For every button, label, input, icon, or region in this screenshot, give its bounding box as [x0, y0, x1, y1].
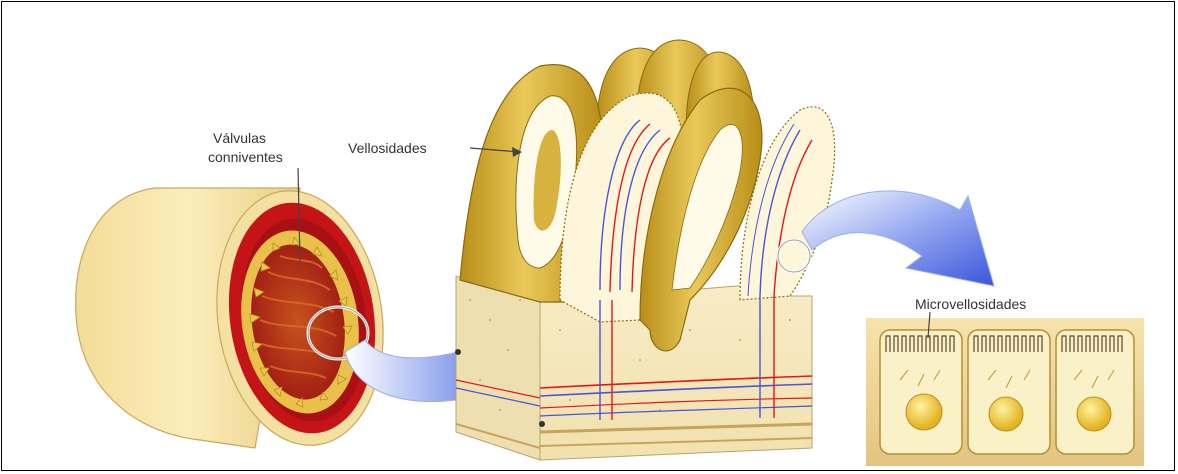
label-valvulas-line2: conniventes: [208, 149, 283, 166]
epithelial-cells: [866, 318, 1144, 466]
label-microvellosidades: Microvellosidades: [915, 296, 1026, 313]
zoom-arrow-2: [802, 191, 994, 286]
label-valvulas-line1: Válvulas: [213, 130, 266, 147]
label-vellosidades: Vellosidades: [348, 140, 427, 157]
intestine-tube: [76, 180, 399, 456]
villi-block: [455, 40, 835, 460]
